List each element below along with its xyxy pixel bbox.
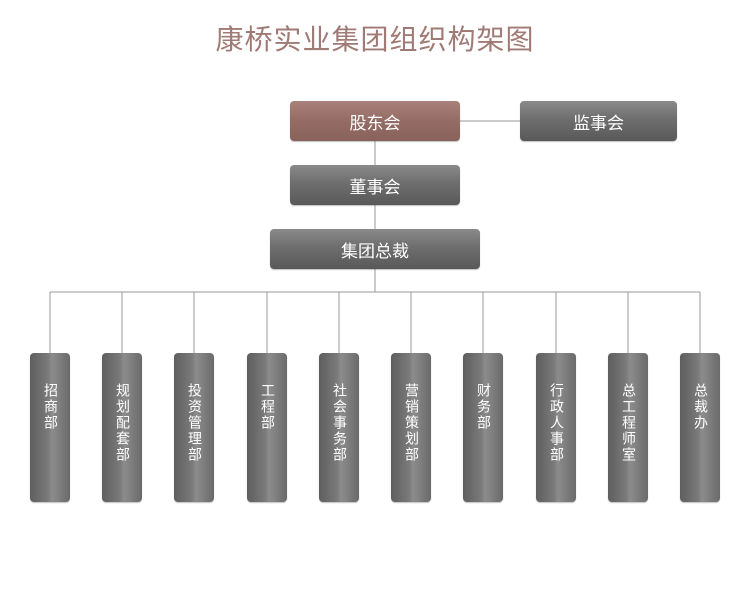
dept-node: 总裁办 — [680, 353, 720, 502]
dept-node: 营销策划部 — [391, 353, 431, 502]
dept-node: 社会事务部 — [319, 353, 359, 502]
dept-label: 财务部 — [475, 383, 491, 431]
dept-label: 规划配套部 — [114, 383, 130, 463]
supervisors-node: 监事会 — [520, 101, 677, 141]
dept-node: 财务部 — [463, 353, 503, 502]
dept-label: 行政人事部 — [548, 383, 564, 463]
chart-title: 康桥实业集团组织构架图 — [215, 23, 535, 56]
dept-node: 招商部 — [30, 353, 70, 502]
dept-node: 规划配套部 — [102, 353, 142, 502]
board-node: 董事会 — [290, 165, 460, 205]
dept-node: 总工程师室 — [608, 353, 648, 502]
president-node: 集团总裁 — [270, 229, 480, 269]
dept-label: 总工程师室 — [620, 383, 636, 463]
dept-node: 行政人事部 — [536, 353, 576, 502]
dept-node: 投资管理部 — [174, 353, 214, 502]
dept-label: 营销策划部 — [403, 383, 419, 463]
dept-label: 社会事务部 — [331, 383, 347, 463]
dept-node: 工程部 — [247, 353, 287, 502]
dept-label: 投资管理部 — [186, 383, 202, 463]
shareholders-node: 股东会 — [290, 101, 460, 141]
dept-label: 工程部 — [259, 383, 275, 431]
dept-label: 招商部 — [42, 383, 58, 431]
dept-label: 总裁办 — [692, 383, 708, 431]
